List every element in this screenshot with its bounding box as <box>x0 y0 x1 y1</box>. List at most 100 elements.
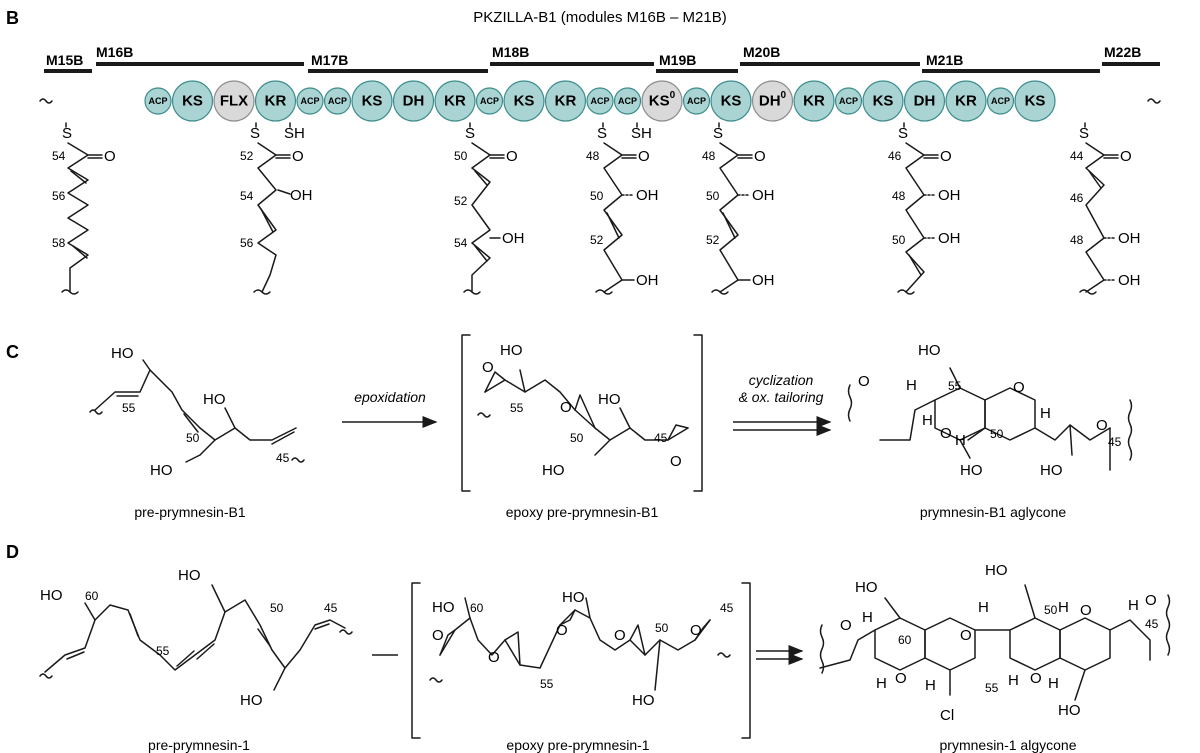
structure-pre-prymnesin-b1: HO HO HO 55 50 45 pre-prymnesin-B1 <box>89 345 305 520</box>
domain-acp-circle <box>834 87 863 115</box>
caption-prymnesin-1-algycone: prymnesin-1 algycone <box>940 737 1077 753</box>
arrow-label-epoxidation: epoxidation <box>354 389 426 405</box>
caption-pre-prymnesin-b1: pre-prymnesin-B1 <box>134 504 245 520</box>
oxo-label: O <box>940 148 952 165</box>
chain-end-right <box>1147 98 1161 104</box>
oxo-label: O <box>292 148 304 165</box>
domain-label-acp: ACP <box>687 96 706 106</box>
arrow-cyclization: cyclization & ox. tailoring <box>733 372 832 436</box>
carbon-number: 50 <box>990 427 1004 441</box>
atom-label-ho: HO <box>432 599 455 616</box>
atom-label-o: O <box>895 670 907 687</box>
atom-label-o: O <box>614 627 626 644</box>
atom-label-ho: HO <box>500 342 523 359</box>
domain-label-kr: KR <box>803 93 825 110</box>
carbon-number: 45 <box>324 601 338 615</box>
module-bars <box>44 62 1160 73</box>
carbon-number: 45 <box>720 601 734 615</box>
panel-c-letter: C <box>6 342 19 362</box>
atom-label-o: O <box>1080 602 1092 619</box>
module-label-m16b: M16B <box>96 44 133 60</box>
atom-label-o: O <box>690 622 702 639</box>
atom-label-o: O <box>1145 592 1157 609</box>
atom-label-o: O <box>488 649 500 666</box>
arrow-epoxidation: epoxidation <box>342 389 438 428</box>
carbon-number: 44 <box>1070 149 1084 163</box>
atom-label-ho: HO <box>178 567 201 584</box>
carbon-number: 55 <box>948 379 962 393</box>
domain-kr-circle <box>945 80 987 122</box>
domain-label-acp: ACP <box>300 96 319 106</box>
oxo-label: O <box>754 148 766 165</box>
panel-b-letter: B <box>6 8 19 28</box>
domain-acp-circle <box>296 87 324 115</box>
oxo-label: O <box>638 148 650 165</box>
domain-label-ks: KS <box>514 93 535 110</box>
atom-label-ho: HO <box>985 562 1008 579</box>
thio-label: S <box>1079 125 1089 142</box>
carbon-number: 48 <box>892 189 906 203</box>
hydroxyl-label: OH <box>290 187 313 204</box>
panel-b-chain-1: S O 54 56 58 <box>52 122 116 295</box>
module-label-m19b: M19B <box>659 52 696 68</box>
carbon-number: 48 <box>586 149 600 163</box>
carbon-number: 50 <box>892 233 906 247</box>
atom-label-cl: Cl <box>940 707 954 724</box>
domain-label-acp: ACP <box>618 96 637 106</box>
domain-kr-circle <box>254 80 297 122</box>
carbon-number: 50 <box>706 189 720 203</box>
atom-label-h: H <box>906 377 917 394</box>
domain-label-kr: KR <box>444 93 466 110</box>
atom-label-ho: HO <box>240 692 263 709</box>
panel-b-chain-2: S SH O OH 52 54 56 <box>240 122 313 295</box>
hydroxyl-label: OH <box>1118 230 1141 247</box>
carbon-number: 55 <box>540 677 554 691</box>
hydroxyl-label: OH <box>636 272 659 289</box>
module-label-m22b: M22B <box>1104 44 1141 60</box>
carbon-number: 46 <box>1070 191 1084 205</box>
atom-label-h: H <box>978 599 989 616</box>
panel-b-chain-4: S SH O OH OH 48 50 52 <box>586 122 659 295</box>
structure-pre-prymnesin-1: HO HO HO 60 55 50 45 pre-prymnesin-1 <box>39 567 353 753</box>
module-labels: M15B M16B M17B M18B M19B M20B M21B M22B <box>46 44 1141 68</box>
domain-acp-circle <box>586 87 614 115</box>
atom-label-h: H <box>925 677 936 694</box>
domain-acp-circle <box>986 87 1015 115</box>
thio-label: S <box>713 125 723 142</box>
panel-b-chain-6: S O OH OH 46 48 50 <box>888 122 961 295</box>
domain-acp-circle <box>323 87 352 115</box>
arrow-d2 <box>756 645 804 665</box>
domain-ks-circle <box>503 80 545 122</box>
carbon-number: 52 <box>706 233 720 247</box>
atom-label-ho: HO <box>1040 462 1063 479</box>
structure-epoxy-pre-prymnesin-1: HO O O HO O O O HO 60 55 50 45 epoxy pre… <box>411 582 751 753</box>
carbon-number: 54 <box>454 236 468 250</box>
thio-label: S <box>898 125 908 142</box>
structure-epoxy-pre-prymnesin-b1: HO O O HO HO O 55 50 45 epoxy pre-prymne… <box>461 334 703 520</box>
thio-label: SH <box>631 125 652 142</box>
panel-b-chain-7: S O OH OH 44 46 48 <box>1070 122 1141 295</box>
hydroxyl-label: OH <box>636 187 659 204</box>
domain-ks-circle <box>1014 80 1056 122</box>
domain-label-ks: KS <box>1025 93 1046 110</box>
carbon-number: 46 <box>888 149 902 163</box>
domain-label-dh: DH <box>914 93 936 110</box>
carbon-number: 50 <box>454 149 468 163</box>
module-label-m21b: M21B <box>926 52 963 68</box>
carbon-number: 52 <box>454 194 468 208</box>
carbon-number: 55 <box>510 401 524 415</box>
caption-pre-prymnesin-1: pre-prymnesin-1 <box>148 737 250 753</box>
carbon-number: 54 <box>52 149 66 163</box>
atom-label-o: O <box>1013 379 1025 396</box>
atom-label-ho: HO <box>598 391 621 408</box>
module-label-m20b: M20B <box>743 44 780 60</box>
domain-label-ks: KS <box>362 93 383 110</box>
carbon-number: 50 <box>186 431 200 445</box>
atom-label-h: H <box>876 675 887 692</box>
atom-label-h: H <box>955 432 966 449</box>
domain-label-acp: ACP <box>328 96 347 106</box>
thio-label: SH <box>284 125 305 142</box>
module-label-m15b: M15B <box>46 52 83 68</box>
atom-label-h: H <box>922 412 933 429</box>
domain-dh-circle <box>903 80 946 122</box>
